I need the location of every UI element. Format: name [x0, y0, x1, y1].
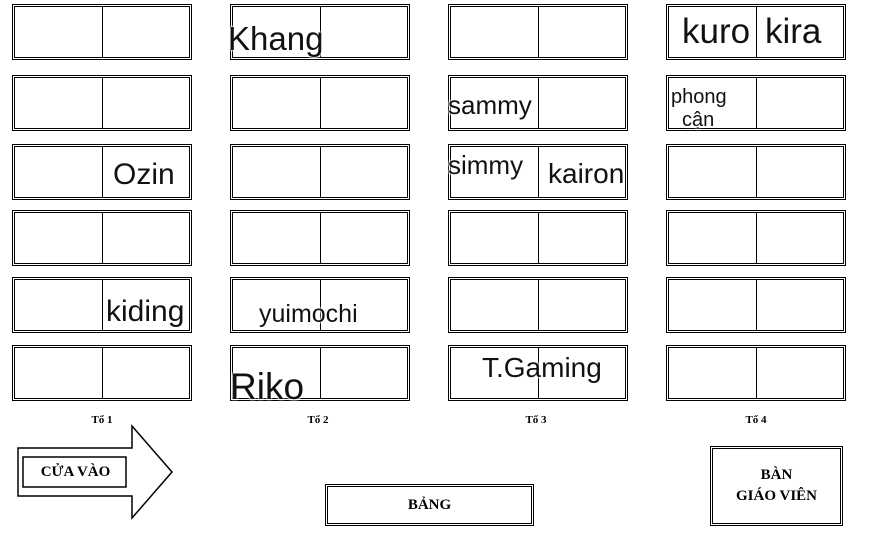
student-name: phong — [671, 86, 727, 108]
desk-g2-r3 — [230, 144, 410, 200]
desk-g2-r4 — [230, 210, 410, 266]
teacher-desk: BÀN GIÁO VIÊN — [710, 446, 843, 526]
entrance-label: CỬA VÀO — [40, 464, 111, 480]
student-name: Riko — [230, 366, 305, 407]
desk-g3-r6 — [448, 345, 628, 401]
student-name: yuimochi — [259, 300, 358, 328]
desk-g1-r2 — [12, 75, 192, 131]
board-label: BẢNG — [407, 497, 452, 513]
student-name: kira — [765, 12, 822, 51]
desk-g2-r6 — [230, 345, 410, 401]
board: BẢNG — [325, 484, 534, 526]
desk-g4-r3 — [666, 144, 846, 200]
group-2-label: Tổ 2 — [307, 414, 329, 426]
student-name: kuro — [682, 12, 751, 51]
desk-g1-r5 — [12, 277, 192, 333]
desk-g1-r6 — [12, 345, 192, 401]
student-name: Ozin — [113, 158, 175, 191]
desk-g2-r1 — [230, 4, 410, 60]
group-1-label: Tổ 1 — [91, 414, 113, 426]
entrance-arrow-icon — [17, 424, 173, 520]
desk-g2-r5 — [230, 277, 410, 333]
teacher-desk-line1: BÀN — [760, 467, 793, 483]
student-name: sammy — [448, 90, 532, 120]
student-name: T.Gaming — [482, 352, 602, 383]
desk-g1-r4 — [12, 210, 192, 266]
desk-g3-r4 — [448, 210, 628, 266]
desk-g4-r1 — [666, 4, 846, 60]
desk-g3-r5 — [448, 277, 628, 333]
desk-g3-r1 — [448, 4, 628, 60]
student-name: Khang — [228, 20, 324, 57]
desk-g4-r6 — [666, 345, 846, 401]
desk-g1-r3 — [12, 144, 192, 200]
student-name: kairon — [548, 158, 625, 189]
student-name: simmy — [448, 150, 524, 180]
teacher-desk-line2: GIÁO VIÊN — [736, 488, 817, 504]
group-4-label: Tổ 4 — [745, 414, 767, 426]
desk-g4-r4 — [666, 210, 846, 266]
desk-g4-r2 — [666, 75, 846, 131]
group-3-label: Tổ 3 — [525, 414, 547, 426]
desk-g1-r1 — [12, 4, 192, 60]
desk-g2-r2 — [230, 75, 410, 131]
student-name: kiding — [106, 295, 185, 328]
student-name: cận — [682, 109, 715, 131]
desk-g3-r2 — [448, 75, 628, 131]
desk-g4-r5 — [666, 277, 846, 333]
desk-g3-r3 — [448, 144, 628, 200]
